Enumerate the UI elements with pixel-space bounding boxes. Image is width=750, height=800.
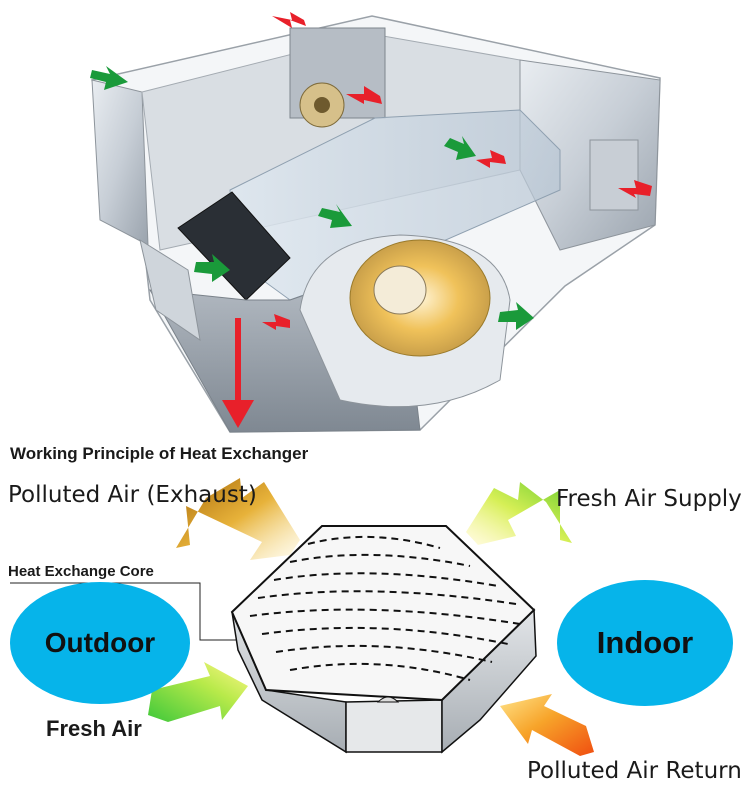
fresh-air-label: Fresh Air <box>46 716 142 741</box>
diagram-title: Working Principle of Heat Exchanger <box>10 444 309 463</box>
ventilation-unit-illustration <box>90 12 661 433</box>
polluted-air-exhaust-label: Polluted Air (Exhaust) <box>8 482 257 508</box>
exhaust-down-arrow-icon <box>222 318 254 428</box>
supply-arrow-icon <box>466 482 572 545</box>
polluted-air-return-label: Polluted Air Return <box>527 758 742 784</box>
exhaust-arrow-icon <box>176 478 300 560</box>
outdoor-ellipse: Outdoor <box>10 582 190 704</box>
green-airflow-arrow-icon <box>90 66 534 330</box>
red-airflow-arrow-icon <box>262 12 652 330</box>
return-air-arrow-icon <box>500 694 594 756</box>
heat-exchange-core-label: Heat Exchange Core <box>8 563 154 580</box>
fresh-air-supply-label: Fresh Air Supply <box>556 486 742 512</box>
fresh-air-arrow-icon <box>148 662 248 722</box>
heat-exchange-core-diagram <box>230 525 537 754</box>
indoor-ellipse: Indoor <box>557 580 733 706</box>
